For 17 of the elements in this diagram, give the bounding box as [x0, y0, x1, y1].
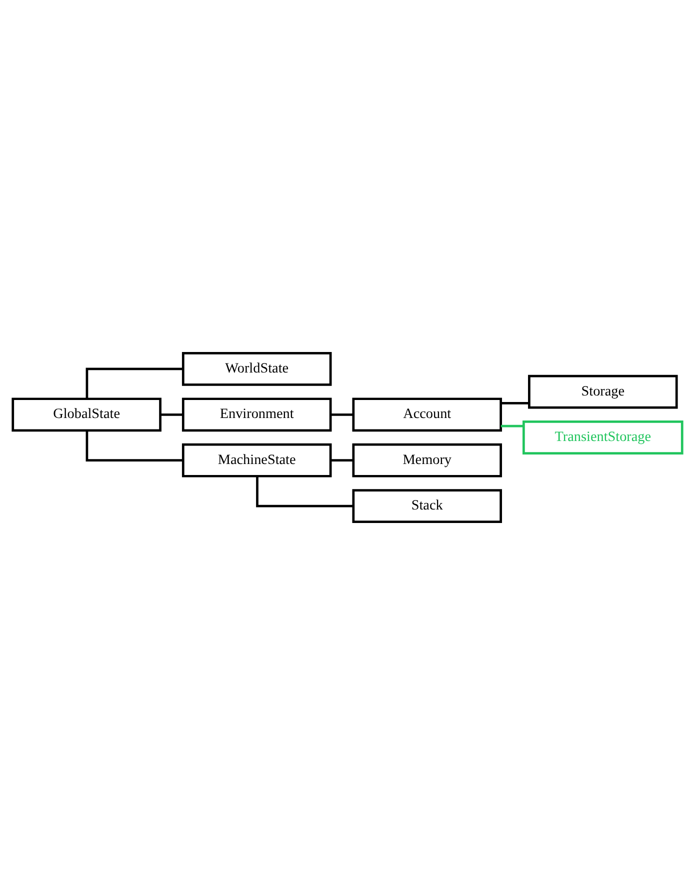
node-box: GlobalState [12, 398, 162, 432]
connector [330, 413, 354, 416]
node-box: MachineState [182, 443, 332, 478]
node-box: TransientStorage [522, 420, 684, 454]
node-box: Environment [182, 398, 332, 432]
connector [256, 476, 354, 508]
connector [500, 402, 530, 404]
connector [86, 368, 184, 399]
connector [330, 459, 354, 462]
node-box: Memory [352, 443, 502, 478]
node-box: Storage [528, 374, 678, 409]
node-box: Account [352, 398, 502, 432]
connector [86, 430, 184, 462]
node-box: Stack [352, 489, 502, 524]
node-box: WorldState [182, 352, 332, 386]
connector [160, 413, 183, 416]
connector [500, 424, 524, 428]
